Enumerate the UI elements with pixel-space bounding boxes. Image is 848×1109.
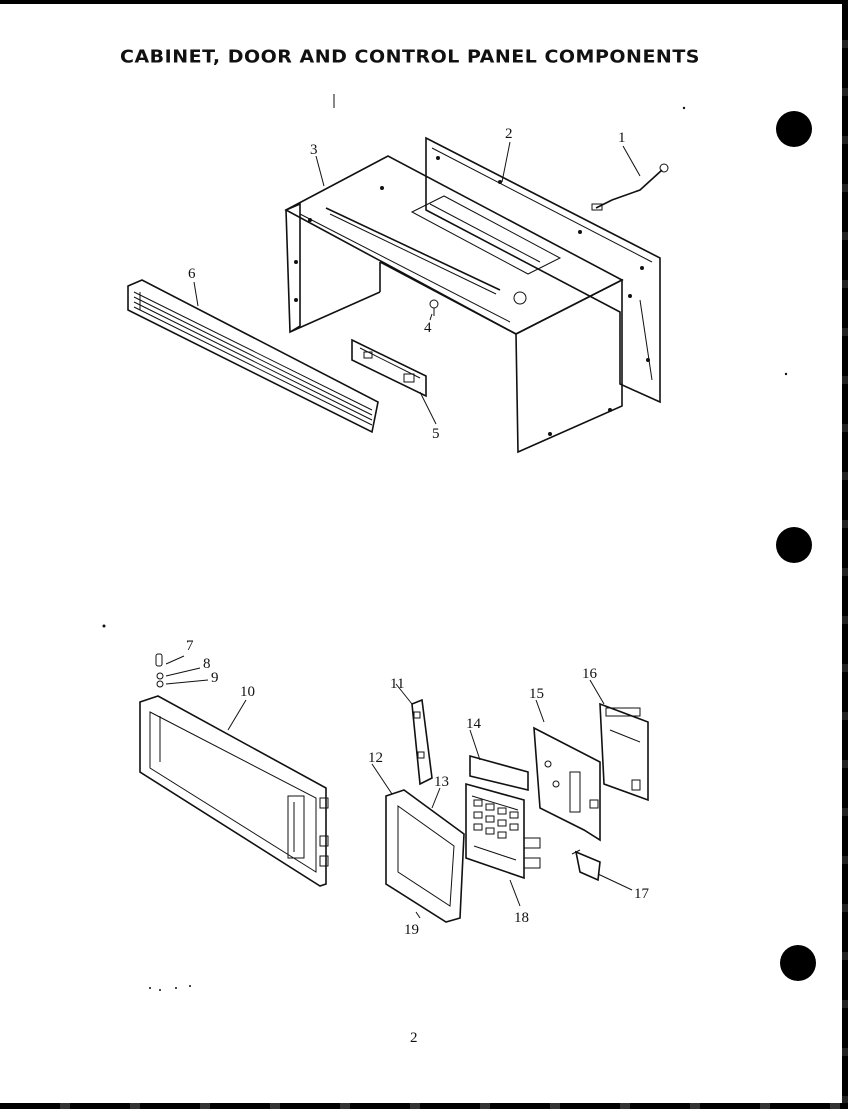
callout-13: 13: [434, 774, 449, 790]
callout-14: 14: [466, 716, 482, 732]
punch-hole-bottom: [780, 945, 816, 981]
callout-19: 19: [404, 922, 419, 938]
callout-10: 10: [240, 684, 255, 700]
callout-5: 5: [432, 426, 440, 442]
part-15-control-board: [533, 726, 601, 842]
callout-labels: 1 2 3 4 5 6 7 8 9 10 11 12 13 14 15 16 1…: [186, 126, 650, 938]
callout-15: 15: [529, 686, 544, 702]
scan-top-border: [0, 0, 848, 4]
parts-7-8-9-hardware: [155, 653, 209, 688]
punch-hole-middle: [776, 527, 812, 563]
part-18-keypad: [465, 782, 541, 880]
page-title: CABINET, DOOR AND CONTROL PANEL COMPONEN…: [120, 46, 700, 68]
scan-bottom-border: [0, 1103, 848, 1109]
callout-16: 16: [582, 666, 598, 682]
scan-specks: [102, 94, 788, 991]
callout-7: 7: [186, 638, 194, 654]
part-14-label: [469, 754, 529, 792]
leader-lines: [193, 141, 641, 919]
callout-12: 12: [368, 750, 383, 766]
callout-1: 1: [618, 130, 626, 146]
part-10-door: [139, 695, 329, 887]
part-17-clip: [571, 849, 601, 882]
callout-11: 11: [390, 676, 404, 692]
callout-17: 17: [634, 886, 650, 902]
part-1-power-cord: [591, 163, 669, 211]
part-4-screw: [429, 299, 439, 316]
callout-6: 6: [188, 266, 196, 282]
callout-3: 3: [310, 142, 318, 158]
scan-right-border: [842, 0, 848, 1109]
punch-hole-top: [776, 111, 812, 147]
callout-9: 9: [211, 670, 219, 686]
part-13-19-frame: [385, 789, 465, 923]
callout-8: 8: [203, 656, 211, 672]
part-3-cabinet-shell: [284, 155, 624, 454]
part-2-back-panel: [425, 136, 661, 404]
part-6-vent-grille: [127, 279, 379, 434]
part-16-circuit-board: [599, 702, 649, 802]
part-5-bracket: [351, 338, 427, 398]
part-11-strip: [411, 698, 433, 786]
page-number: 2: [410, 1030, 418, 1046]
callout-18: 18: [514, 910, 529, 926]
callout-4: 4: [424, 320, 432, 336]
callout-2: 2: [505, 126, 513, 142]
